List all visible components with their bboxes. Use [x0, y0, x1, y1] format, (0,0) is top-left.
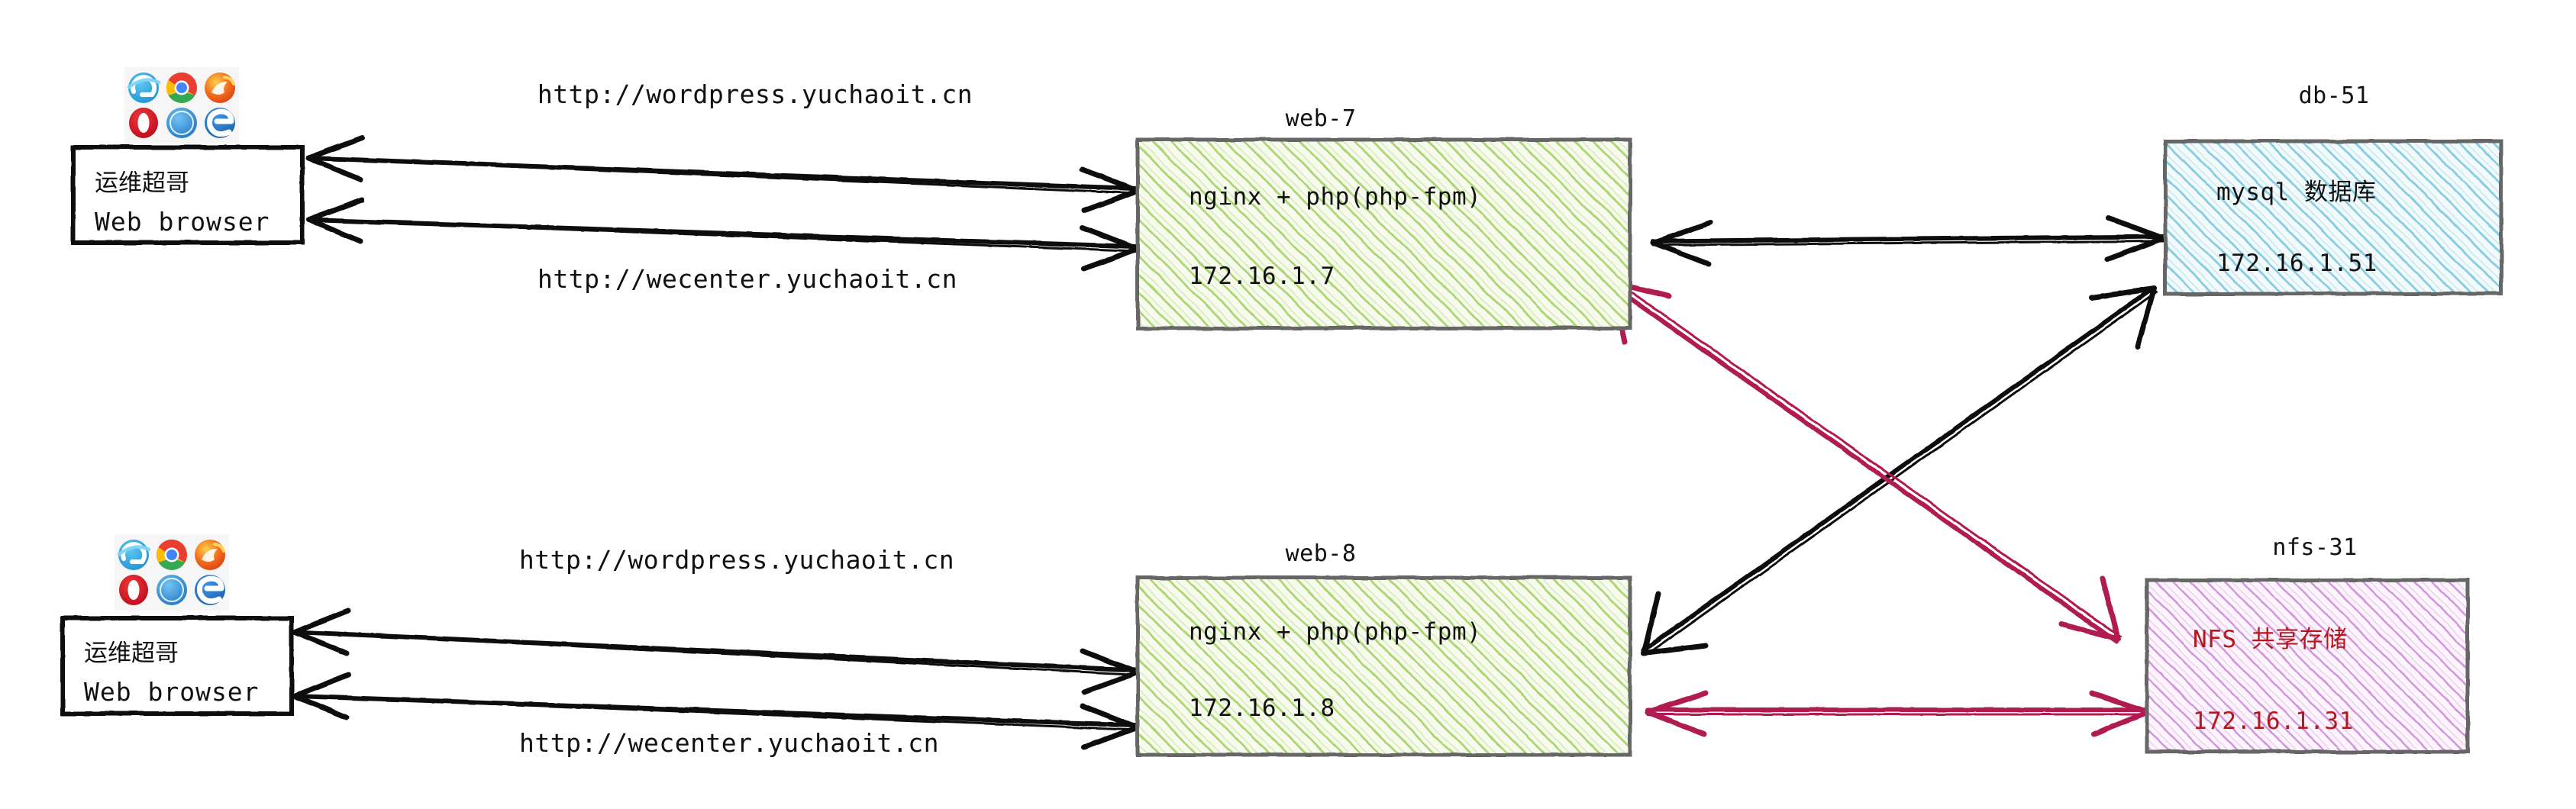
edge-client-top-to-web7-wecenter	[305, 197, 1141, 272]
edge-web8-to-nfs31	[1645, 690, 2152, 737]
client-top-line2: Web browser	[95, 207, 270, 237]
client-top-line1: 运维超哥	[95, 169, 189, 197]
edge-label-top-wecenter: http://wecenter.yuchaoit.cn	[537, 264, 957, 294]
client-top[interactable]: 运维超哥 Web browser	[71, 67, 305, 245]
edge-label-top-wordpress: http://wordpress.yuchaoit.cn	[537, 79, 973, 109]
client-top-box	[71, 145, 305, 245]
browser-icons-bottom	[115, 534, 229, 611]
node-nfs-31-title: nfs-31	[2272, 534, 2357, 561]
node-web-7[interactable]: web-7 nginx + php(php-fpm) 172.16.1.7	[1135, 105, 1632, 330]
node-web-8-line2: 172.16.1.8	[1189, 695, 1335, 722]
node-nfs-31-line2: 172.16.1.31	[2193, 707, 2354, 735]
edges-layer	[292, 135, 2167, 750]
edge-label-bottom-wecenter: http://wecenter.yuchaoit.cn	[519, 728, 939, 758]
edge-client-top-to-web7-wordpress	[305, 135, 1141, 214]
node-nfs-31-line1: NFS 共享存储	[2193, 626, 2348, 653]
client-bottom-line2: Web browser	[84, 677, 260, 707]
node-db-51-line1: mysql 数据库	[2216, 179, 2376, 206]
edge-client-bottom-to-web8-wecenter	[292, 672, 1141, 750]
node-web-8-line1: nginx + php(php-fpm)	[1189, 618, 1481, 646]
edge-label-bottom-wordpress: http://wordpress.yuchaoit.cn	[519, 545, 954, 575]
node-nfs-31[interactable]: nfs-31 NFS 共享存储 172.16.1.31	[2145, 534, 2470, 754]
node-db-51-box	[2163, 139, 2503, 296]
edge-web8-to-db51	[1641, 285, 2158, 656]
node-web-7-box	[1135, 137, 1632, 330]
node-nfs-31-box	[2145, 578, 2470, 754]
node-db-51-title: db-51	[2299, 82, 2370, 109]
edge-web7-to-db51	[1650, 215, 2167, 267]
browser-icons-top	[124, 67, 239, 143]
client-bottom-line1: 运维超哥	[84, 640, 179, 667]
node-web-8-title: web-8	[1286, 540, 1357, 567]
node-web-7-title: web-7	[1286, 105, 1357, 132]
node-db-51[interactable]: db-51 mysql 数据库 172.16.1.51	[2163, 82, 2503, 296]
client-bottom[interactable]: 运维超哥 Web browser	[60, 534, 294, 716]
node-db-51-line2: 172.16.1.51	[2216, 250, 2377, 277]
edge-client-bottom-to-web8-wordpress	[292, 608, 1141, 695]
client-bottom-box	[60, 616, 294, 716]
node-web-8-box	[1135, 575, 1632, 757]
node-web-8[interactable]: web-8 nginx + php(php-fpm) 172.16.1.8	[1135, 540, 1632, 757]
node-web-7-line2: 172.16.1.7	[1189, 263, 1335, 290]
node-web-7-line1: nginx + php(php-fpm)	[1189, 183, 1481, 211]
